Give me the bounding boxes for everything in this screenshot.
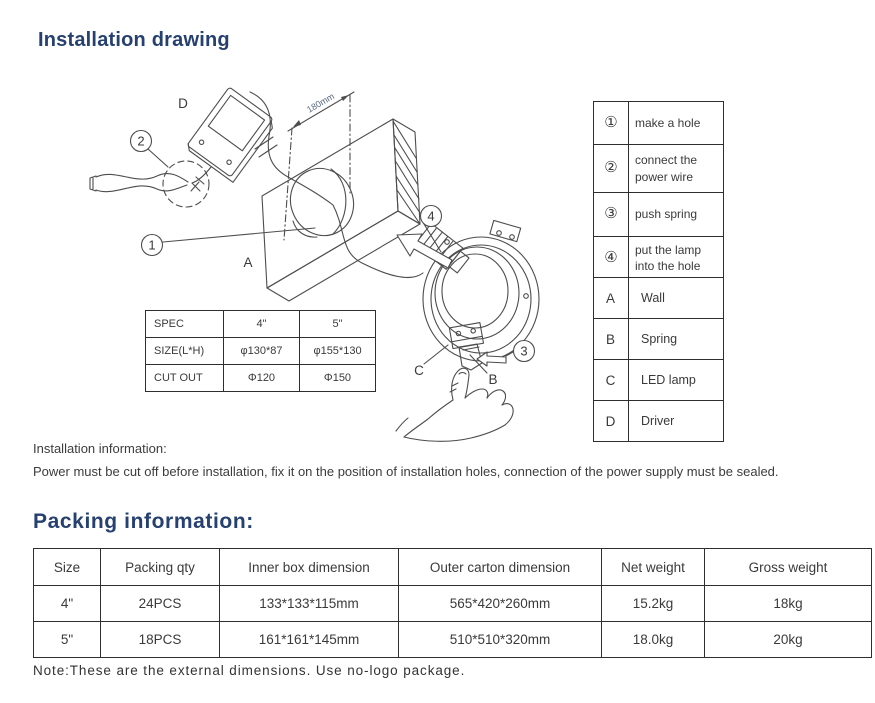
part-text: Spring (628, 318, 724, 360)
table-row: SIZE(L*H) φ130*87 φ155*130 (145, 337, 376, 365)
table-row: SPEC 4" 5" (145, 310, 376, 338)
step-text: connect the power wire (628, 144, 724, 193)
leader-lines (147, 148, 514, 374)
installation-info-label: Installation information: (33, 441, 167, 456)
label-C: C (414, 363, 424, 378)
table-row: B Spring (593, 318, 724, 360)
table-row: CUT OUT Φ120 Φ150 (145, 364, 376, 392)
step-markers (129, 129, 536, 363)
table-row: ① make a hole (593, 101, 724, 145)
wall-panel (261, 118, 421, 302)
marker-4: 4 (427, 209, 434, 224)
step-text: push spring (628, 192, 724, 237)
cell: 15.2kg (601, 585, 705, 622)
table-row: A Wall (593, 277, 724, 319)
spec-table: SPEC 4" 5" SIZE(L*H) φ130*87 φ155*130 CU… (145, 310, 376, 392)
cell: 20kg (704, 621, 872, 658)
label-A: A (243, 255, 252, 270)
cell: 161*161*145mm (219, 621, 399, 658)
table-row: ② connect the power wire (593, 144, 724, 193)
table-row: 4" 24PCS 133*133*115mm 565*420*260mm 15.… (33, 585, 872, 622)
column-header: Gross weight (704, 548, 872, 586)
table-header-row: Size Packing qty Inner box dimension Out… (33, 548, 872, 586)
driver-box (187, 87, 273, 183)
label-D: D (178, 96, 188, 111)
column-header: Size (33, 548, 101, 586)
connection-highlight (162, 160, 210, 208)
cell: 133*133*115mm (219, 585, 399, 622)
packing-title: Packing information: (33, 510, 254, 533)
hand (395, 367, 514, 442)
cell: 510*510*320mm (398, 621, 602, 658)
table-row: C LED lamp (593, 359, 724, 401)
part-key: B (593, 318, 629, 360)
step-marker: ① (593, 101, 629, 145)
table-row: 5" 18PCS 161*161*145mm 510*510*320mm 18.… (33, 621, 872, 658)
cell: 565*420*260mm (398, 585, 602, 622)
power-wires (89, 91, 424, 279)
step-marker: ③ (593, 192, 629, 237)
step-text: put the lamp into the hole (628, 236, 724, 280)
cell: 4" (33, 585, 101, 622)
led-lamp (414, 219, 540, 371)
cell: 5" (33, 621, 101, 658)
part-text: Driver (628, 400, 724, 442)
cell: 18.0kg (601, 621, 705, 658)
spec-cell: Φ150 (299, 364, 376, 392)
page-title: Installation drawing (38, 29, 230, 51)
hatching (392, 120, 421, 225)
step-text: make a hole (628, 101, 724, 145)
push-arrow-3 (476, 351, 507, 367)
spec-cell: 5" (299, 310, 376, 338)
parts-legend-table: A Wall B Spring C LED lamp D Driver (593, 277, 724, 442)
step-marker: ④ (593, 236, 629, 280)
marker-3: 3 (520, 344, 527, 359)
column-header: Net weight (601, 548, 705, 586)
cell: 24PCS (100, 585, 220, 622)
push-arrow-4 (396, 233, 453, 269)
part-key: C (593, 359, 629, 401)
part-key: A (593, 277, 629, 319)
marker-1: 1 (148, 238, 155, 253)
installation-info-text: Power must be cut off before installatio… (33, 464, 779, 479)
step-marker: ② (593, 144, 629, 193)
spring-clip (458, 343, 483, 371)
column-header: Inner box dimension (219, 548, 399, 586)
column-header: Outer carton dimension (398, 548, 602, 586)
steps-legend-table: ① make a hole ② connect the power wire ③… (593, 101, 724, 280)
spec-cell: CUT OUT (145, 364, 224, 392)
spec-cell: SIZE(L*H) (145, 337, 224, 365)
part-key: D (593, 400, 629, 442)
part-text: Wall (628, 277, 724, 319)
table-row: ③ push spring (593, 192, 724, 237)
spec-cell: φ155*130 (299, 337, 376, 365)
installation-drawing: 180mm (89, 87, 540, 442)
spec-cell: φ130*87 (223, 337, 300, 365)
label-B: B (488, 372, 497, 387)
cell: 18kg (704, 585, 872, 622)
table-row: ④ put the lamp into the hole (593, 236, 724, 280)
cut-hole (289, 167, 355, 237)
marker-2: 2 (137, 134, 144, 149)
cell: 18PCS (100, 621, 220, 658)
spec-cell: 4" (223, 310, 300, 338)
part-text: LED lamp (628, 359, 724, 401)
packing-table: Size Packing qty Inner box dimension Out… (33, 548, 872, 658)
note-text: Note:These are the external dimensions. … (33, 663, 466, 678)
table-row: D Driver (593, 400, 724, 442)
column-header: Packing qty (100, 548, 220, 586)
spec-cell: SPEC (145, 310, 224, 338)
spec-cell: Φ120 (223, 364, 300, 392)
